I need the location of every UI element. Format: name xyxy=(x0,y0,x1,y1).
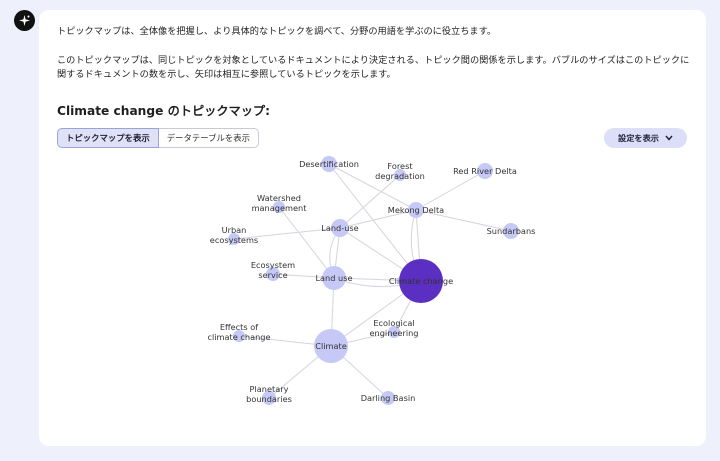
topic-bubble-land-use-2[interactable] xyxy=(331,219,349,237)
topic-label-land-use-2: Land-use xyxy=(321,223,358,233)
topic-bubble-effects-of-climate-change[interactable] xyxy=(233,330,245,342)
topic-bubble-red-river-delta[interactable] xyxy=(477,163,493,179)
topic-node-desertification[interactable]: Desertification xyxy=(299,156,359,172)
topic-bubble-watershed-management[interactable] xyxy=(273,201,285,213)
topic-bubble-desertification[interactable] xyxy=(321,156,337,172)
topic-node-land-use-2[interactable]: Land-use xyxy=(321,219,359,237)
topic-bubble-darling-basin[interactable] xyxy=(381,391,395,405)
topic-bubble-climate-change[interactable] xyxy=(399,259,443,303)
topic-label-climate-change: Climate change xyxy=(389,276,453,286)
topic-bubble-ecosystem-service[interactable] xyxy=(266,267,280,281)
intro-text: トピックマップは、全体像を把握し、より具体的なトピックを調べて、分野の用語を学ぶ… xyxy=(57,25,697,83)
topic-node-sundarbans[interactable]: Sundarbans xyxy=(487,223,536,239)
topic-bubble-ecological-engineering[interactable] xyxy=(388,326,400,338)
graph-edge-climate-change-desertification xyxy=(328,163,422,282)
graph-edges xyxy=(233,163,512,399)
show-topic-map-button[interactable]: トピックマップを表示 xyxy=(57,128,159,148)
topic-label-darling-basin: Darling Basin xyxy=(361,393,416,403)
topic-label-sundarbans: Sundarbans xyxy=(487,226,536,236)
graph-edge-land-use-2-forest-degradation xyxy=(339,174,401,229)
chevron-down-icon xyxy=(665,135,673,141)
graph-edge-mekong-delta-sundarbans xyxy=(415,209,512,232)
view-toggle: トピックマップを表示 データテーブルを表示 xyxy=(57,128,259,148)
topic-bubble-land-use-1[interactable] xyxy=(322,266,346,290)
graph-edge-mekong-delta-red-river-delta xyxy=(415,170,486,211)
topic-node-red-river-delta[interactable]: Red River Delta xyxy=(453,163,517,179)
topic-label-mekong-delta: Mekong Delta xyxy=(388,205,444,215)
topic-node-climate-change[interactable]: Climate change xyxy=(389,259,453,303)
topic-node-darling-basin[interactable]: Darling Basin xyxy=(361,391,416,405)
graph-edge-land-use-2-mekong-delta xyxy=(339,209,417,229)
topic-map-heading: Climate change のトピックマップ: xyxy=(57,104,270,118)
show-data-table-button[interactable]: データテーブルを表示 xyxy=(158,128,259,148)
topic-bubble-forest-degradation[interactable] xyxy=(394,169,406,181)
sparkle-icon xyxy=(19,15,30,26)
show-settings-button[interactable]: 設定を表示 xyxy=(604,128,687,148)
show-settings-label: 設定を表示 xyxy=(618,133,659,143)
topic-label-land-use-1: Land use xyxy=(315,273,352,283)
topic-label-climate: Climate xyxy=(315,341,347,351)
graph-edge-land-use-2-urban-ecosystems xyxy=(233,227,341,240)
intro-line-1: トピックマップは、全体像を把握し、より具体的なトピックを調べて、分野の用語を学ぶ… xyxy=(57,26,497,37)
topic-node-land-use-1[interactable]: Land use xyxy=(315,266,353,290)
app-logo-icon[interactable] xyxy=(14,10,35,31)
topic-map-card: トピックマップは、全体像を把握し、より具体的なトピックを調べて、分野の用語を学ぶ… xyxy=(39,10,706,446)
intro-line-2: このトピックマップは、同じトピックを対象としているドキュメントにより決定される、… xyxy=(57,54,690,81)
graph-edge-land-use-1-watershed-management xyxy=(278,206,335,279)
topic-bubble-sundarbans[interactable] xyxy=(503,223,519,239)
topic-node-mekong-delta[interactable]: Mekong Delta xyxy=(388,202,444,218)
topic-label-red-river-delta: Red River Delta xyxy=(453,166,517,176)
topic-bubble-mekong-delta[interactable] xyxy=(408,202,424,218)
topic-label-desertification: Desertification xyxy=(299,159,359,169)
topic-node-climate[interactable]: Climate xyxy=(314,329,348,363)
topic-bubble-urban-ecosystems[interactable] xyxy=(228,233,240,245)
topic-bubble-planetary-boundaries[interactable] xyxy=(262,391,276,405)
topic-bubble-climate[interactable] xyxy=(314,329,348,363)
graph-edge-desertification-mekong-delta xyxy=(328,163,417,211)
